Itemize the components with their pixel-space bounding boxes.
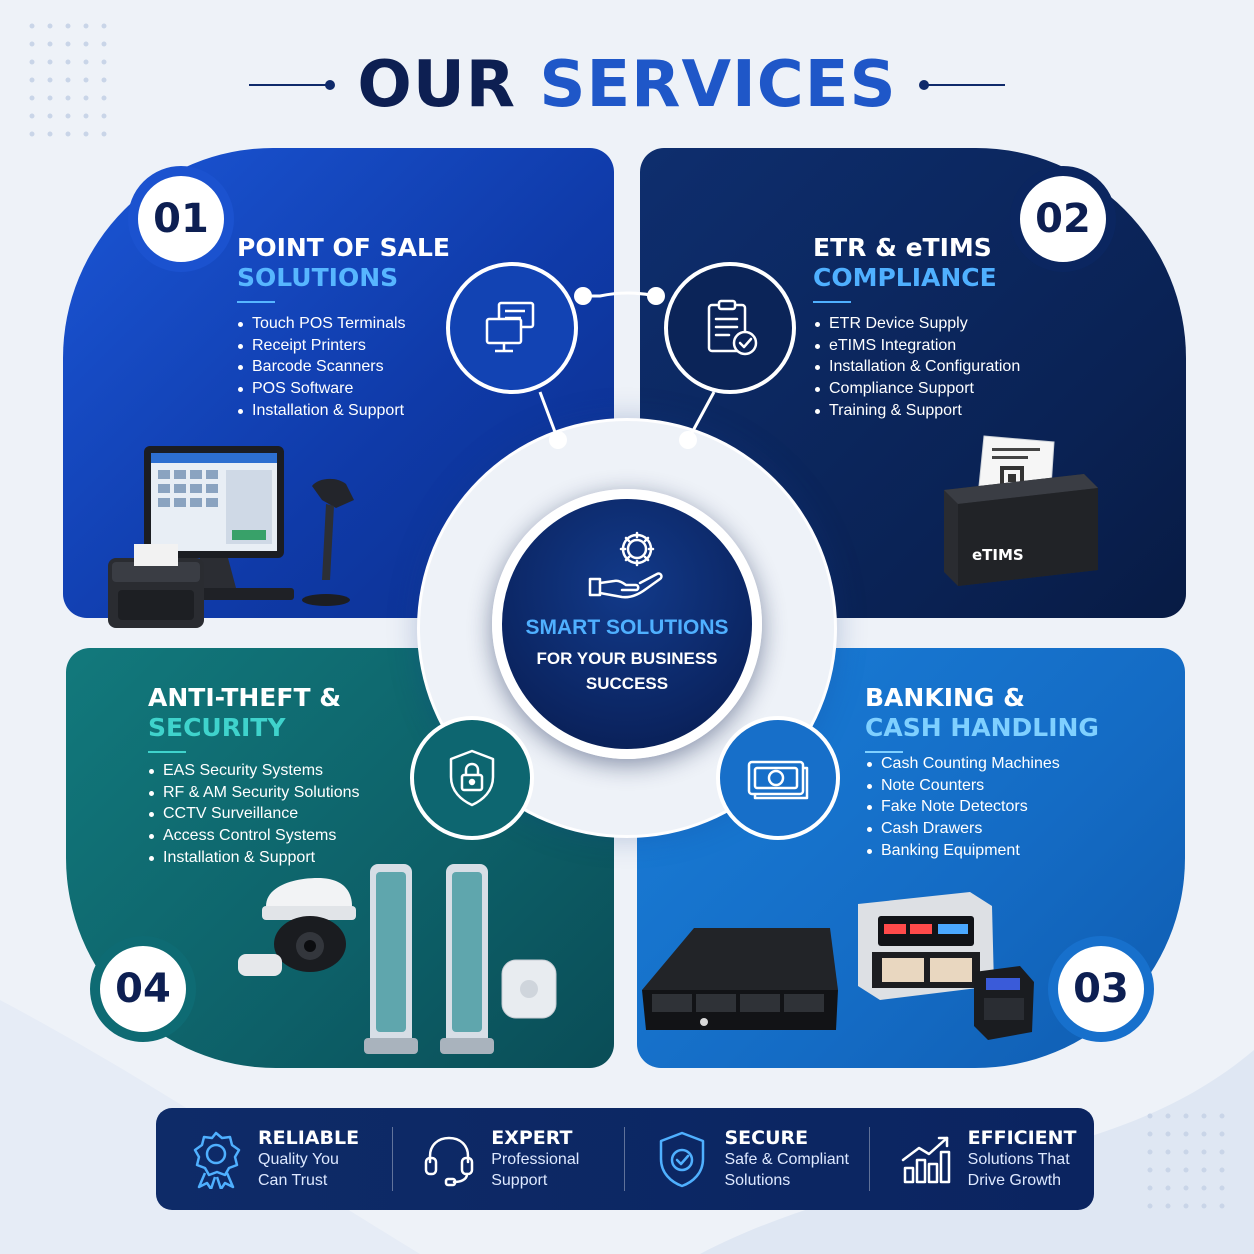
footer-line: Safe & Compliant	[724, 1151, 849, 1168]
footer-item-reliable: RELIABLE Quality You Can Trust	[186, 1108, 392, 1210]
footer-title: SECURE	[724, 1127, 809, 1149]
list-item: ETR Device Supply	[813, 313, 1020, 335]
etr-services-list: ETR Device Supply eTIMS Integration Inst…	[813, 313, 1020, 422]
etims-device-label: eTIMS	[972, 546, 1024, 564]
hub-subtitle-line1: FOR YOUR BUSINESS	[536, 649, 718, 668]
footer-divider	[392, 1127, 394, 1191]
footer-bar: RELIABLE Quality You Can Trust EXPERT Pr…	[156, 1108, 1094, 1210]
footer-line: Professional	[491, 1151, 580, 1168]
banking-heading-rule	[865, 751, 903, 753]
footer-divider	[623, 1127, 625, 1191]
list-item: Installation & Support	[236, 400, 406, 422]
page-title: OUR SERVICES	[357, 48, 896, 122]
list-item: Barcode Scanners	[236, 356, 406, 378]
footer-title: EFFICIENT	[967, 1127, 1077, 1149]
banking-services-list: Cash Counting Machines Note Counters Fak…	[865, 753, 1060, 862]
list-item: Fake Note Detectors	[865, 796, 1060, 818]
etr-heading-rule	[813, 301, 851, 303]
list-item: EAS Security Systems	[147, 760, 360, 782]
security-devices-illustration	[238, 864, 557, 1054]
list-item: Cash Counting Machines	[865, 753, 1060, 775]
shield-lock-icon	[410, 716, 534, 840]
page-header: OUR SERVICES	[0, 48, 1254, 122]
list-item: Touch POS Terminals	[236, 313, 406, 335]
footer-item-secure: SECURE Safe & Compliant Solutions	[652, 1108, 868, 1210]
pos-terminal-illustration	[108, 446, 354, 628]
list-item: Installation & Configuration	[813, 356, 1020, 378]
list-item: Training & Support	[813, 400, 1020, 422]
clipboard-check-icon	[664, 262, 796, 394]
header-right-line	[918, 80, 1005, 90]
award-badge-icon	[186, 1129, 246, 1189]
etr-heading-line1: ETR & eTIMS	[813, 233, 992, 262]
title-word-1: OUR	[357, 48, 517, 122]
pos-heading-line1: POINT OF SALE	[237, 233, 450, 262]
footer-divider	[868, 1127, 870, 1191]
hub-subtitle: FOR YOUR BUSINESS SUCCESS	[502, 646, 752, 696]
banking-heading-line2: CASH HANDLING	[865, 713, 1099, 742]
footer-title: EXPERT	[491, 1127, 573, 1149]
footer-line: Drive Growth	[967, 1172, 1061, 1189]
security-heading-rule	[148, 751, 186, 753]
pos-services-list: Touch POS Terminals Receipt Printers Bar…	[236, 313, 406, 422]
dot-pattern-top-left	[29, 23, 107, 137]
footer-line: Solutions That	[967, 1151, 1070, 1168]
hub-title: SMART SOLUTIONS	[525, 616, 729, 639]
title-word-2: SERVICES	[539, 48, 897, 122]
center-hub: SMART SOLUTIONS FOR YOUR BUSINESS SUCCESS	[492, 489, 762, 759]
pos-heading-line2: SOLUTIONS	[237, 263, 399, 292]
list-item: Installation & Support	[147, 847, 360, 869]
footer-line: Support	[491, 1172, 548, 1189]
security-heading-line1: ANTI-THEFT &	[148, 683, 342, 712]
list-item: Banking Equipment	[865, 840, 1060, 862]
security-heading: ANTI-THEFT & SECURITY	[148, 683, 341, 753]
list-item: Receipt Printers	[236, 335, 406, 357]
security-heading-line2: SECURITY	[148, 713, 286, 742]
footer-title: RELIABLE	[258, 1127, 360, 1149]
list-item: CCTV Surveillance	[147, 803, 360, 825]
list-item: Note Counters	[865, 775, 1060, 797]
footer-line: Solutions	[724, 1172, 791, 1189]
cash-equipment-illustration	[642, 892, 1034, 1040]
footer-line: Quality You	[258, 1151, 339, 1168]
list-item: Cash Drawers	[865, 818, 1060, 840]
etr-heading-line2: COMPLIANCE	[813, 263, 997, 292]
etr-heading: ETR & eTIMS COMPLIANCE	[813, 233, 997, 303]
list-item: POS Software	[236, 378, 406, 400]
list-item: Access Control Systems	[147, 825, 360, 847]
list-item: eTIMS Integration	[813, 335, 1020, 357]
security-services-list: EAS Security Systems RF & AM Security So…	[147, 760, 360, 869]
footer-item-efficient: EFFICIENT Solutions That Drive Growth	[896, 1108, 1094, 1210]
list-item: RF & AM Security Solutions	[147, 782, 360, 804]
badge-01: 01	[128, 166, 234, 272]
header-left-line	[249, 80, 336, 90]
etims-printer-illustration: eTIMS	[944, 435, 1098, 586]
badge-02: 02	[1010, 166, 1116, 272]
badge-04: 04	[90, 936, 196, 1042]
pos-heading: POINT OF SALE SOLUTIONS	[237, 233, 450, 303]
banking-heading-line1: BANKING &	[865, 683, 1025, 712]
headset-icon	[419, 1129, 479, 1189]
banknote-icon	[716, 716, 840, 840]
badge-03: 03	[1048, 936, 1154, 1042]
monitor-icon	[446, 262, 578, 394]
banking-heading: BANKING & CASH HANDLING	[865, 683, 1099, 753]
pos-heading-rule	[237, 301, 275, 303]
footer-item-expert: EXPERT Professional Support	[419, 1108, 623, 1210]
list-item: Compliance Support	[813, 378, 1020, 400]
growth-chart-icon	[896, 1129, 956, 1189]
shield-check-icon	[652, 1129, 712, 1189]
footer-line: Can Trust	[258, 1172, 328, 1189]
gear-hand-icon	[502, 525, 752, 610]
hub-subtitle-line2: SUCCESS	[585, 674, 669, 693]
dot-pattern-bottom-right	[1147, 1113, 1225, 1209]
